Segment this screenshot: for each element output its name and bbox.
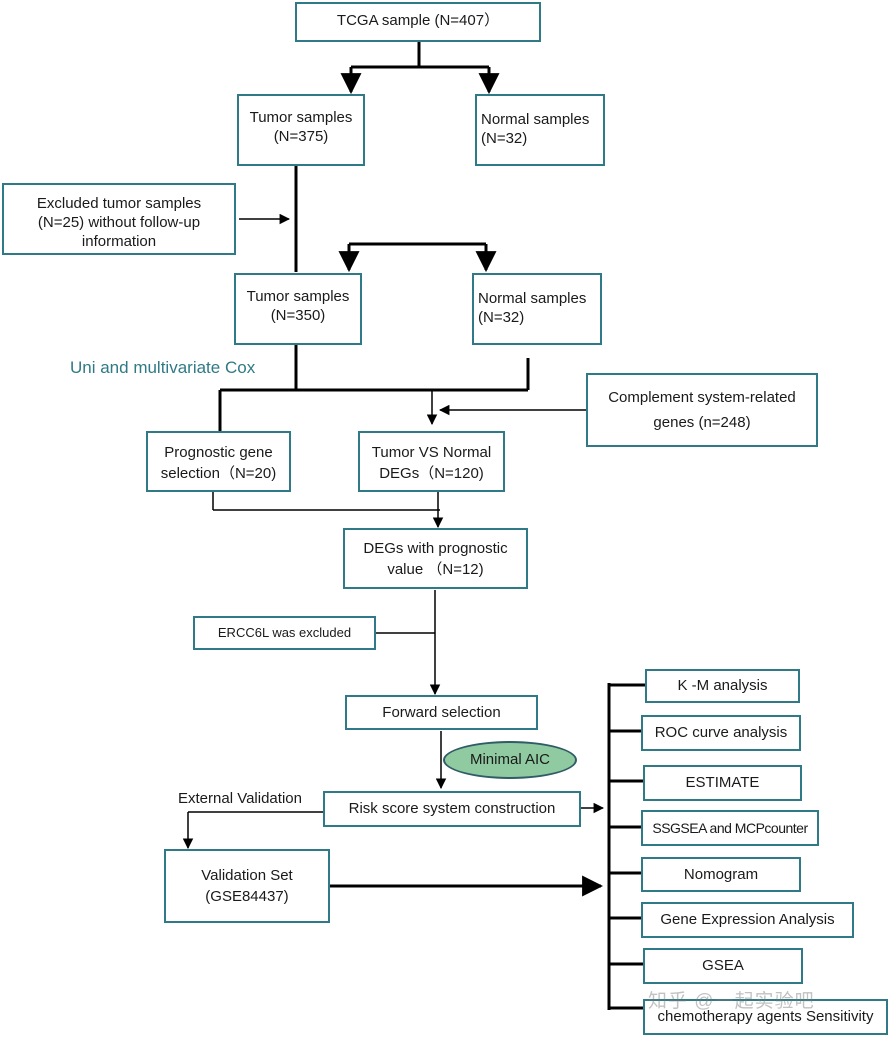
ercc6l-box: ERCC6L was excluded — [193, 616, 376, 650]
complement-genes-box: Complement system-related genes (n=248) — [586, 373, 818, 447]
tumor-samples-box-2: Tumor samples (N=350) — [234, 273, 362, 345]
analysis-km: K -M analysis — [645, 669, 800, 703]
analysis-roc: ROC curve analysis — [641, 715, 801, 751]
validation-set-box: Validation Set (GSE84437) — [164, 849, 330, 923]
tcga-sample-box: TCGA sample (N=407） — [295, 2, 541, 42]
analysis-estimate: ESTIMATE — [643, 765, 802, 801]
cox-label: Uni and multivariate Cox — [70, 358, 256, 377]
forward-selection-box: Forward selection — [345, 695, 538, 730]
analysis-gsea: GSEA — [643, 948, 803, 984]
normal-samples-box-1: Normal samples (N=32) — [475, 94, 605, 166]
normal-samples-box-2: Normal samples (N=32) — [472, 273, 602, 345]
watermark: 知乎 @一起实验吧 — [648, 991, 815, 1012]
prognostic-gene-box: Prognostic gene selection（N=20) — [146, 431, 291, 492]
analysis-chemotherapy: chemotherapy agents Sensitivity — [643, 999, 888, 1035]
analysis-nomogram: Nomogram — [641, 857, 801, 892]
tumor-samples-box-1: Tumor samples (N=375) — [237, 94, 365, 166]
tumor-vs-normal-degs-box: Tumor VS Normal DEGs（N=120) — [358, 431, 505, 492]
excluded-samples-box: Excluded tumor samples (N=25) without fo… — [2, 183, 236, 255]
analysis-ssgsea: SSGSEA and MCPcounter — [641, 810, 819, 846]
degs-prognostic-box: DEGs with prognostic value （N=12) — [343, 528, 528, 589]
minimal-aic-ellipse: Minimal AIC — [443, 741, 577, 779]
risk-score-box: Risk score system construction — [323, 791, 581, 827]
analysis-gene-expression: Gene Expression Analysis — [641, 902, 854, 938]
external-validation-label: External Validation — [178, 790, 302, 807]
